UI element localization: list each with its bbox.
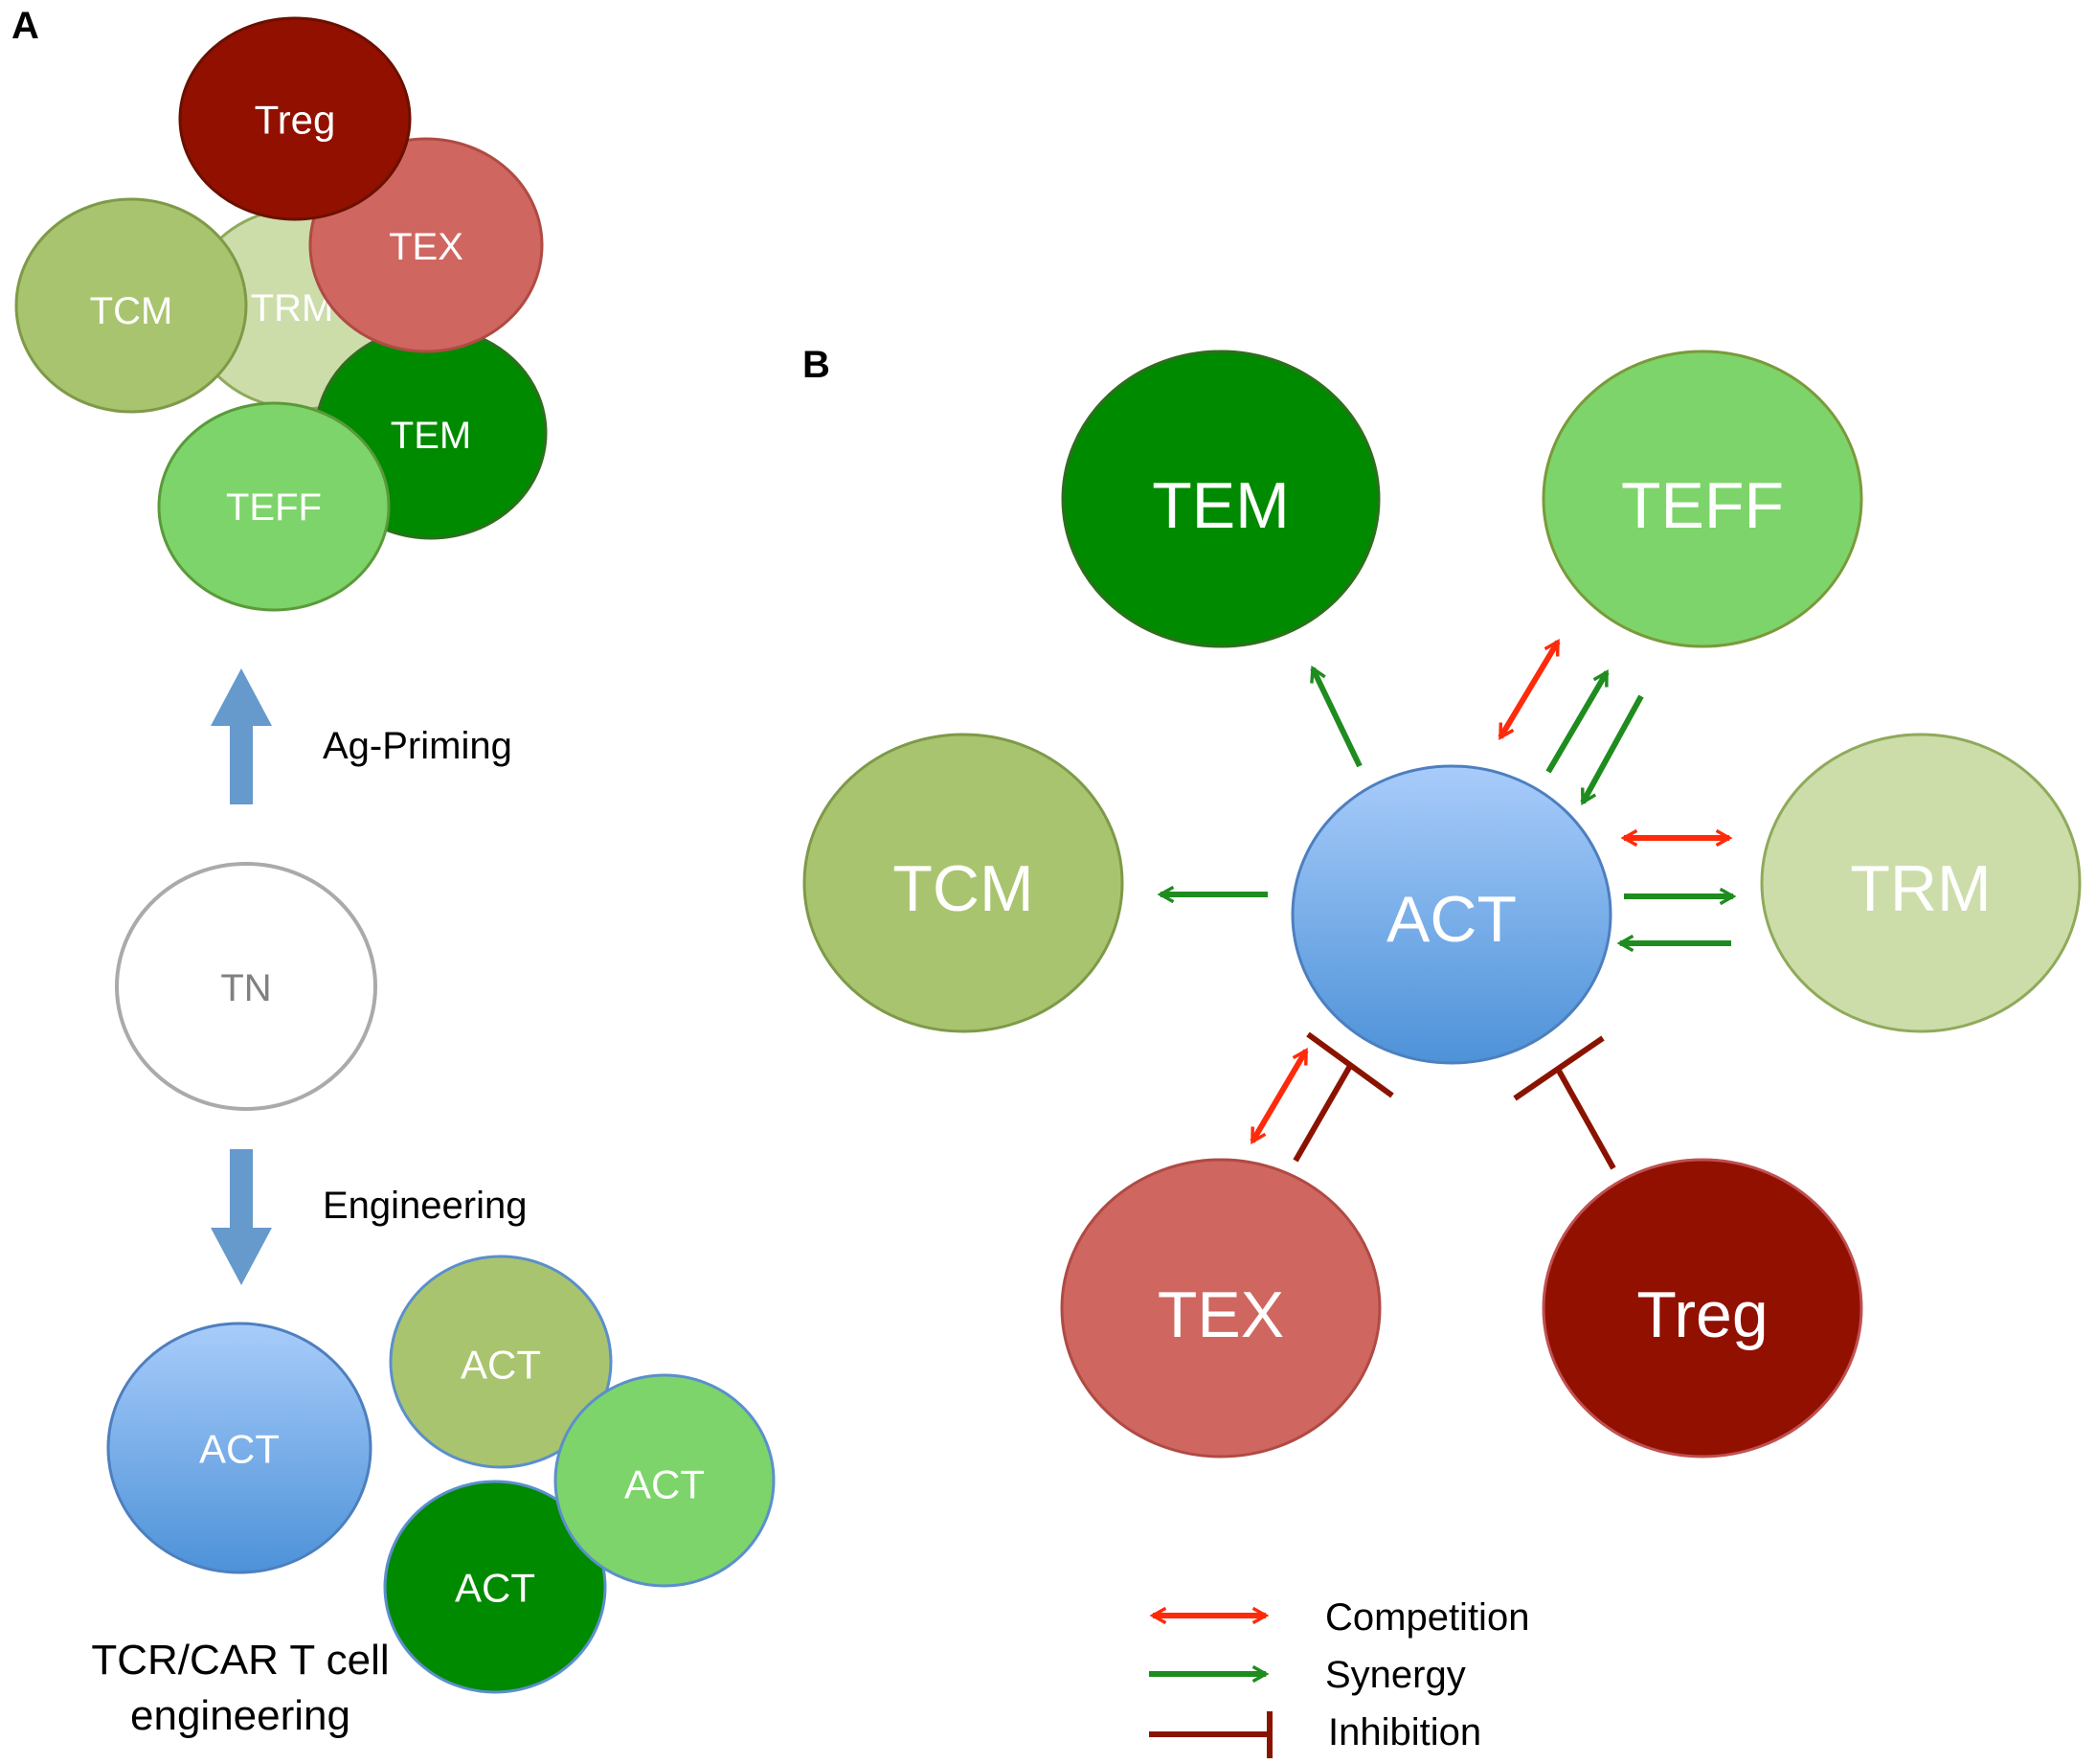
engineering-label: Engineering [323, 1185, 528, 1227]
cell-tn: TN [115, 862, 377, 1111]
cell-tcm-a-label: TCM [90, 290, 173, 332]
legend-competition-label: Competition [1325, 1596, 1529, 1639]
cell-treg-a: Treg [178, 16, 412, 221]
panel-a-act-cluster: ACT ACT ACT ACT [106, 1255, 776, 1694]
legend-inhibition: Inhibition [1149, 1711, 1481, 1758]
cell-treg-b-label: Treg [1636, 1278, 1768, 1351]
cell-teff-b: TEFF [1542, 350, 1863, 648]
interaction-arrows [1157, 639, 1737, 1170]
cell-tex-a-label: TEX [389, 226, 463, 268]
inhibition-tex-to-act [1293, 1031, 1394, 1163]
cell-trm-b: TRM [1760, 733, 2082, 1033]
cell-act-a-dark-label: ACT [455, 1566, 535, 1611]
cell-act-a-dark: ACT [383, 1480, 607, 1694]
cell-act-a-blue: ACT [106, 1322, 372, 1574]
caption-line-2: engineering [130, 1692, 350, 1739]
panel-b-letter: B [802, 344, 830, 386]
cell-tem-b: TEM [1061, 350, 1381, 648]
cell-tem-a-label: TEM [391, 415, 471, 457]
cell-tcm-a: TCM [14, 197, 248, 414]
panel-a-letter: A [11, 5, 39, 47]
cell-treg-a-label: Treg [255, 98, 336, 143]
inhibition-treg-to-act [1513, 1035, 1616, 1170]
cell-act-a-blue-label: ACT [199, 1427, 280, 1472]
legend-synergy: Synergy [1149, 1654, 1466, 1696]
cell-tem-b-label: TEM [1152, 469, 1290, 542]
cell-act-b: ACT [1291, 764, 1612, 1065]
cell-act-a-olive-label: ACT [461, 1343, 541, 1388]
cell-act-a-light: ACT [553, 1373, 776, 1588]
competition-arrow-act-teff [1498, 639, 1561, 740]
cell-tex-b-label: TEX [1158, 1278, 1284, 1351]
cell-tex-b: TEX [1060, 1158, 1382, 1459]
cell-trm-a-label: TRM [251, 287, 334, 329]
synergy-arrow-act-to-tem [1310, 665, 1363, 768]
cell-tcm-b: TCM [802, 733, 1124, 1033]
competition-arrow-act-tex [1250, 1047, 1309, 1145]
legend-inhibition-label: Inhibition [1328, 1711, 1481, 1753]
cell-teff-b-label: TEFF [1621, 469, 1784, 542]
legend-synergy-label: Synergy [1325, 1654, 1466, 1696]
ag-priming-arrow [211, 668, 272, 804]
cell-tcm-b-label: TCM [892, 852, 1033, 925]
cell-act-a-olive: ACT [389, 1255, 613, 1469]
cell-tn-label: TN [220, 967, 271, 1009]
caption-line-1: TCR/CAR T cell [91, 1637, 389, 1684]
cell-act-b-label: ACT [1386, 883, 1517, 956]
ag-priming-label: Ag-Priming [323, 725, 512, 767]
legend: Competition Synergy Inhibition [1149, 1596, 1529, 1758]
cell-trm-b-label: TRM [1850, 852, 1991, 925]
legend-competition: Competition [1149, 1596, 1529, 1639]
cell-act-a-light-label: ACT [624, 1462, 705, 1507]
cell-teff-a: TEFF [157, 401, 391, 612]
panel-a-top-cluster: TRM TCM TEM TEFF TEX Treg [14, 16, 548, 612]
cell-teff-a-label: TEFF [226, 486, 322, 529]
synergy-arrow-act-to-teff [1545, 668, 1610, 774]
cell-treg-b: Treg [1542, 1158, 1863, 1459]
engineering-arrow [211, 1149, 272, 1285]
synergy-arrow-teff-to-act [1580, 694, 1644, 806]
